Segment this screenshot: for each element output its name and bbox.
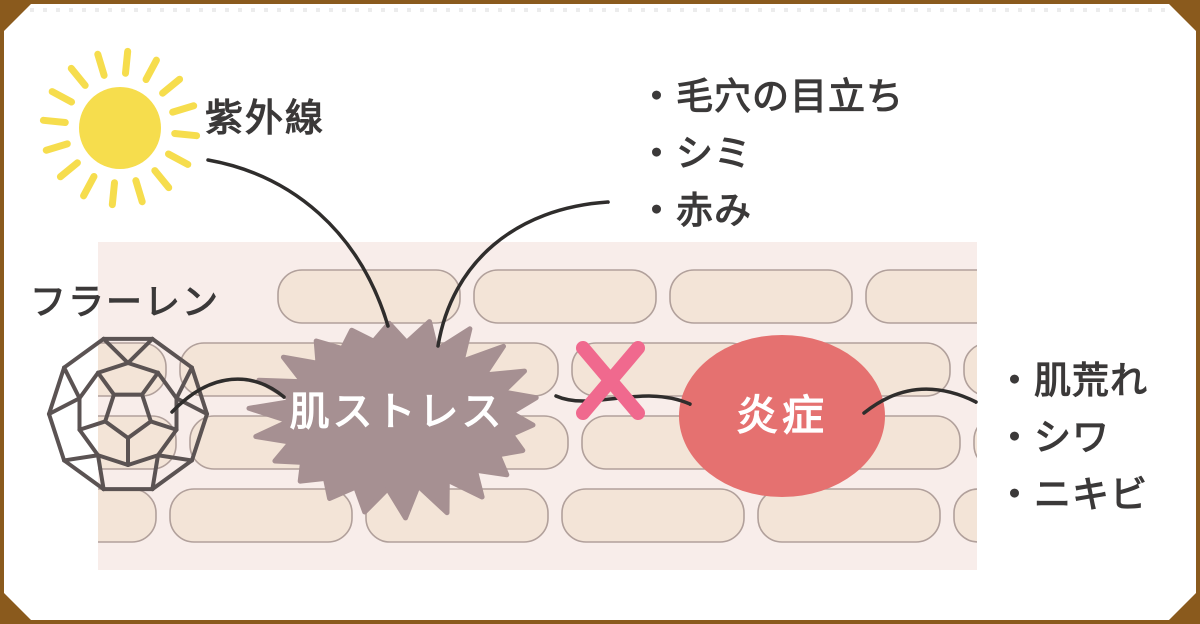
list-item: ・赤み (638, 190, 752, 231)
fullerene-label: フラーレン (30, 281, 221, 322)
arrow-sun-to-stress (206, 158, 388, 328)
list-item: ・シワ (996, 417, 1110, 458)
list-item: ・毛穴の目立ち (638, 76, 904, 117)
sun-icon (39, 47, 201, 209)
list-item: ・肌荒れ (996, 360, 1148, 401)
list-item: ・シミ (638, 133, 752, 174)
cross-icon (576, 341, 645, 420)
list-item: ・ニキビ (996, 474, 1148, 515)
stitch-decoration (30, 8, 1170, 12)
arrow-fullerene-to-stress (170, 377, 286, 414)
inflammation-effects-list: ・肌荒れ ・シワ ・ニキビ (996, 350, 1148, 521)
arrow-stress-to-uv-effects (436, 202, 610, 348)
inflammation-ellipse (679, 335, 885, 497)
stress-blob (246, 319, 539, 521)
uv-effects-list: ・毛穴の目立ち ・シミ ・赤み (638, 66, 904, 237)
arrow-inflammation-to-effects (862, 387, 978, 415)
uv-label: 紫外線 (205, 98, 326, 140)
